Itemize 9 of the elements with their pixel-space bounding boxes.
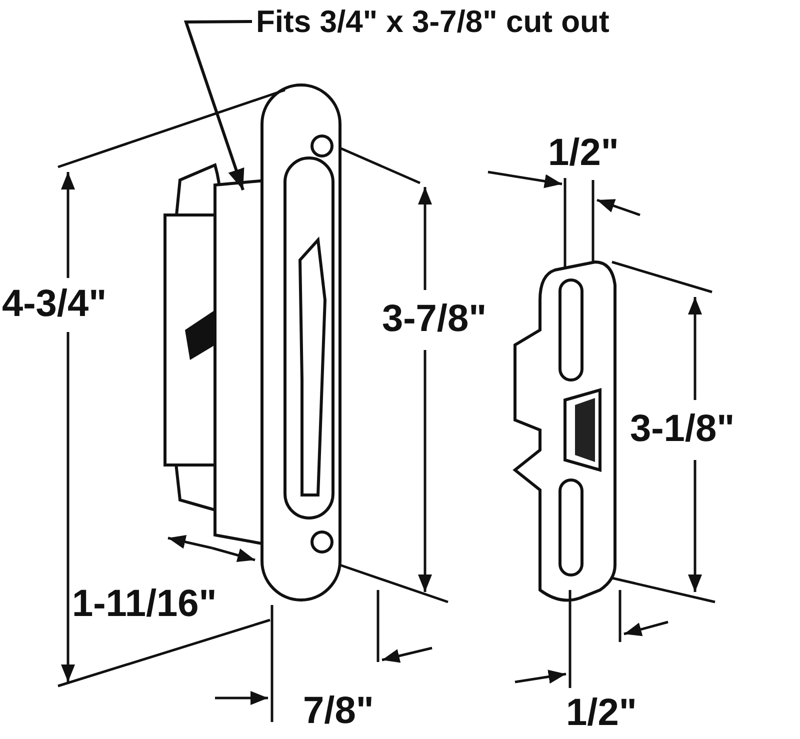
leader-line	[184, 20, 252, 190]
dimension-label: 1/2"	[548, 134, 619, 172]
dimension-label: 4-3/4"	[2, 285, 107, 323]
dimension-label: 3-7/8"	[382, 300, 487, 338]
callout-text: Fits 3/4" x 3-7/8" cut out	[256, 6, 610, 37]
dimension-label: 1/2"	[566, 694, 637, 732]
dimension-label: 3-1/8"	[630, 410, 735, 448]
dimension-label: 1-11/16"	[72, 585, 217, 623]
dimension-label: 7/8"	[303, 692, 374, 730]
